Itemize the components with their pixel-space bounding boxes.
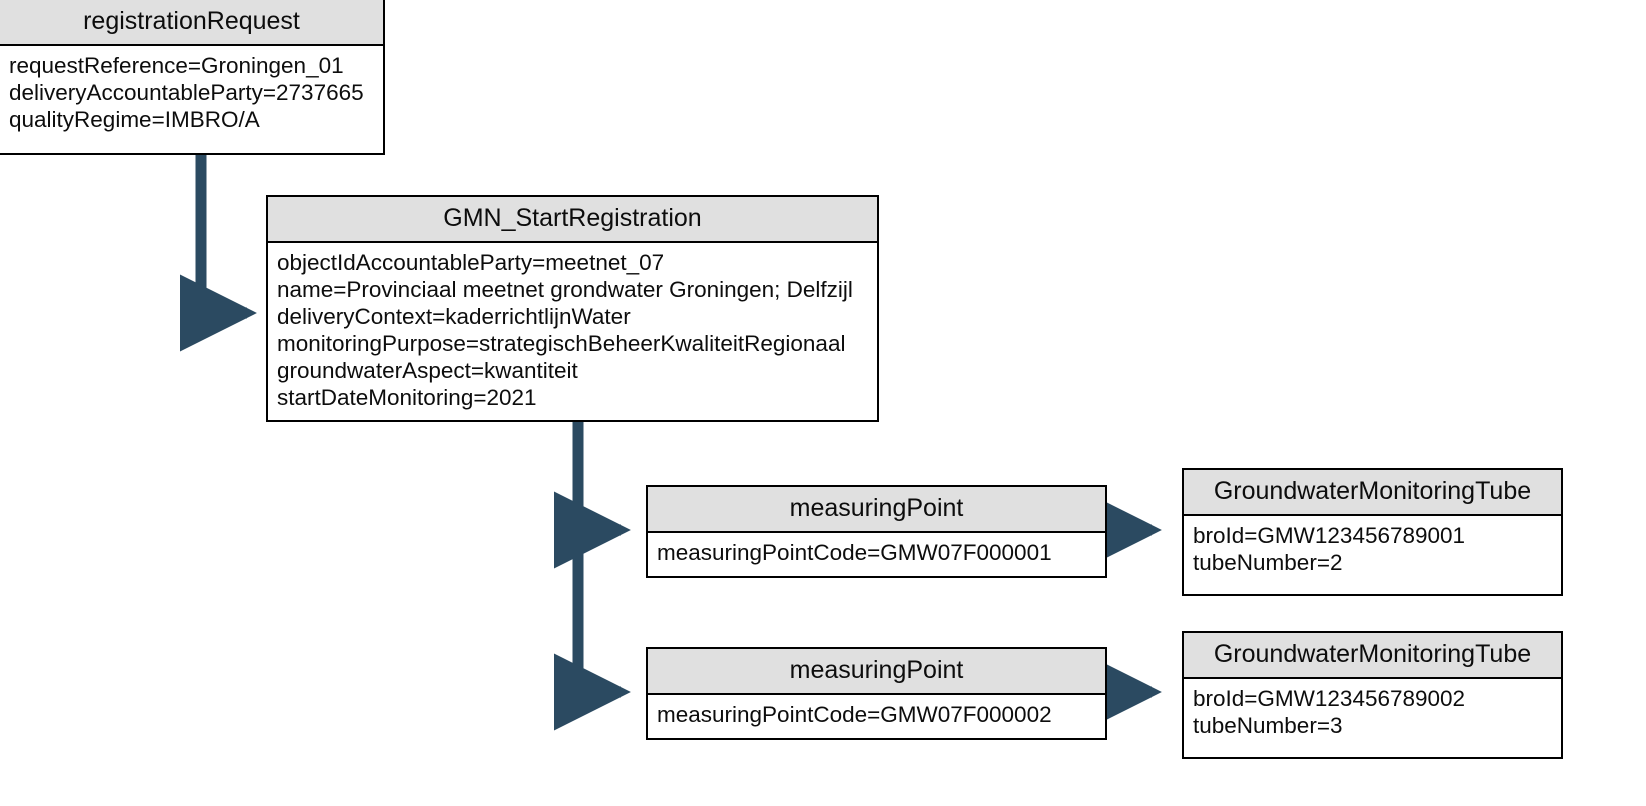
box-title-registration-request: registrationRequest <box>0 0 383 46</box>
attribute-row: tubeNumber=3 <box>1193 713 1343 738</box>
edge-gmn-to-measuring-point-2 <box>553 422 631 731</box>
box-gmn-start-registration[interactable]: GMN_StartRegistration objectIdAccountabl… <box>266 195 879 422</box>
box-title-monitoring-tube-2: GroundwaterMonitoringTube <box>1184 633 1561 679</box>
box-measuring-point-2[interactable]: measuringPoint measuringPointCode=GMW07F… <box>646 647 1107 740</box>
box-measuring-point-1[interactable]: measuringPoint measuringPointCode=GMW07F… <box>646 485 1107 578</box>
edge-registration-request-to-gmn <box>179 155 257 352</box>
edge-gmn-to-measuring-point-1 <box>553 422 631 569</box>
attribute-row: requestReference=Groningen_01 <box>9 53 344 78</box>
attribute-row: qualityRegime=IMBRO/A <box>9 107 260 132</box>
box-title-measuring-point-2: measuringPoint <box>648 649 1105 695</box>
box-body-measuring-point-1: measuringPointCode=GMW07F000001 <box>648 533 1105 572</box>
attribute-row: groundwaterAspect=kwantiteit <box>277 358 578 383</box>
attribute-row: broId=GMW123456789001 <box>1193 523 1466 548</box>
attribute-row: measuringPointCode=GMW07F000001 <box>657 540 1052 565</box>
box-body-registration-request: requestReference=Groningen_01 deliveryAc… <box>0 46 383 139</box>
box-title-measuring-point-1: measuringPoint <box>648 487 1105 533</box>
box-body-monitoring-tube-2: broId=GMW123456789002 tubeNumber=3 <box>1184 679 1561 745</box>
attribute-row: name=Provinciaal meetnet grondwater Gron… <box>277 277 853 302</box>
attribute-row: tubeNumber=2 <box>1193 550 1343 575</box>
attribute-row: deliveryContext=kaderrichtlijnWater <box>277 304 631 329</box>
box-body-monitoring-tube-1: broId=GMW123456789001 tubeNumber=2 <box>1184 516 1561 582</box>
box-title-monitoring-tube-1: GroundwaterMonitoringTube <box>1184 470 1561 516</box>
box-registration-request[interactable]: registrationRequest requestReference=Gro… <box>0 0 385 155</box>
box-body-gmn-start-registration: objectIdAccountableParty=meetnet_07 name… <box>268 243 877 417</box>
box-body-measuring-point-2: measuringPointCode=GMW07F000002 <box>648 695 1105 734</box>
box-monitoring-tube-2[interactable]: GroundwaterMonitoringTube broId=GMW12345… <box>1182 631 1563 759</box>
box-monitoring-tube-1[interactable]: GroundwaterMonitoringTube broId=GMW12345… <box>1182 468 1563 596</box>
attribute-row: broId=GMW123456789002 <box>1193 686 1466 711</box>
attribute-row: deliveryAccountableParty=2737665 <box>9 80 364 105</box>
attribute-row: measuringPointCode=GMW07F000002 <box>657 702 1052 727</box>
attribute-row: monitoringPurpose=strategischBeheerKwali… <box>277 331 846 356</box>
attribute-row: objectIdAccountableParty=meetnet_07 <box>277 250 665 275</box>
box-title-gmn-start-registration: GMN_StartRegistration <box>268 197 877 243</box>
attribute-row: startDateMonitoring=2021 <box>277 385 537 410</box>
